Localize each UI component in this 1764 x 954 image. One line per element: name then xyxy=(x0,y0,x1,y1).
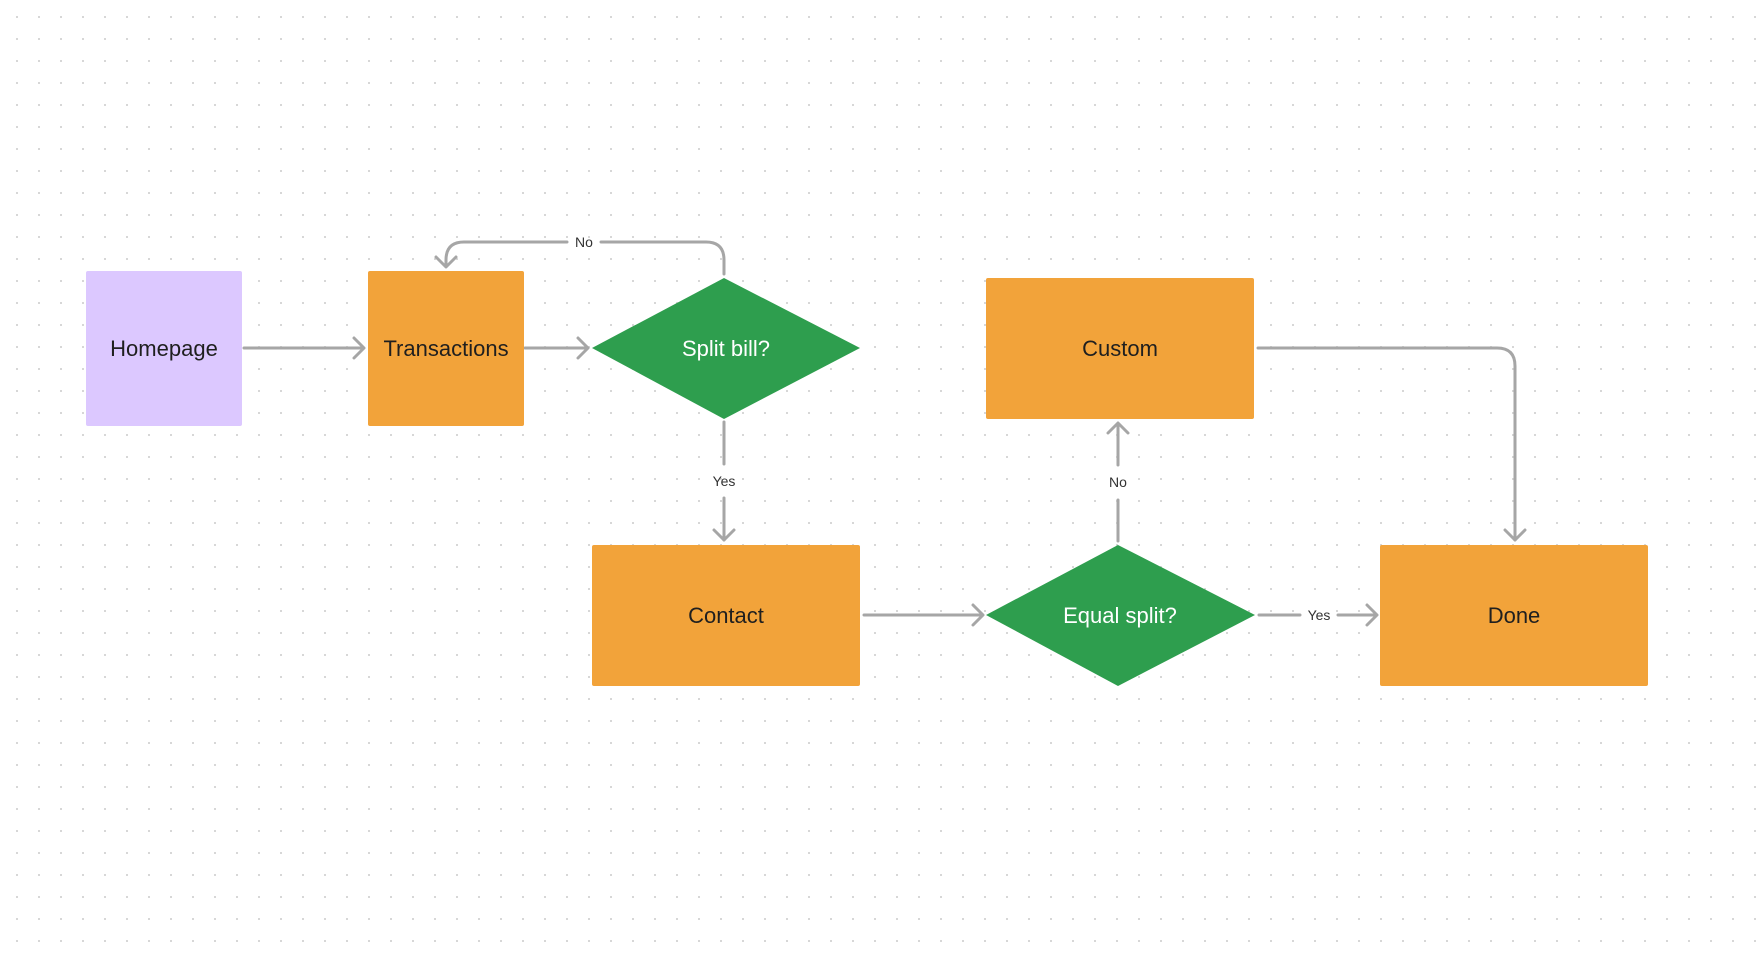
node-split-bill-label: Split bill? xyxy=(682,336,770,361)
node-equal-split[interactable]: Equal split? xyxy=(986,545,1255,686)
node-transactions-shape xyxy=(368,271,524,426)
node-contact-shape xyxy=(592,545,860,686)
node-custom[interactable]: Custom xyxy=(986,278,1254,419)
node-equal-split-shape xyxy=(986,545,1255,686)
edge-label-split-no: No xyxy=(575,234,593,250)
node-done[interactable]: Done xyxy=(1380,545,1648,686)
node-transactions-label: Transactions xyxy=(383,336,508,361)
edge-equal-split-yes-to-done[interactable] xyxy=(1257,603,1379,627)
node-contact-label: Contact xyxy=(688,603,764,628)
edge-split-bill-no-to-transactions[interactable] xyxy=(434,240,726,276)
node-homepage-shape xyxy=(86,271,242,426)
node-homepage-label: Homepage xyxy=(110,336,218,361)
nodes: Homepage Transactions Split bill? Custom… xyxy=(86,271,1648,686)
edge-label-split-yes: Yes xyxy=(713,473,736,489)
node-custom-shape xyxy=(986,278,1254,419)
edge-split-bill-yes-to-contact[interactable] xyxy=(712,420,736,542)
edge-homepage-to-transactions[interactable] xyxy=(242,336,366,360)
edge-labels: No Yes No Yes xyxy=(575,234,1330,623)
edge-label-equal-yes: Yes xyxy=(1308,607,1331,623)
edge-label-equal-no: No xyxy=(1109,474,1127,490)
edge-transactions-to-split-bill[interactable] xyxy=(523,336,590,360)
edge-equal-split-no-to-custom[interactable] xyxy=(1106,421,1130,543)
connectors xyxy=(242,240,1527,627)
node-custom-label: Custom xyxy=(1082,336,1158,361)
node-split-bill-shape xyxy=(592,278,860,419)
edge-contact-to-equal-split[interactable] xyxy=(862,603,985,627)
node-transactions[interactable]: Transactions xyxy=(368,271,524,426)
node-split-bill[interactable]: Split bill? xyxy=(592,278,860,419)
node-equal-split-label: Equal split? xyxy=(1063,603,1177,628)
edge-custom-to-done[interactable] xyxy=(1256,346,1527,542)
node-done-shape xyxy=(1380,545,1648,686)
node-done-label: Done xyxy=(1488,603,1541,628)
node-homepage[interactable]: Homepage xyxy=(86,271,242,426)
node-contact[interactable]: Contact xyxy=(592,545,860,686)
